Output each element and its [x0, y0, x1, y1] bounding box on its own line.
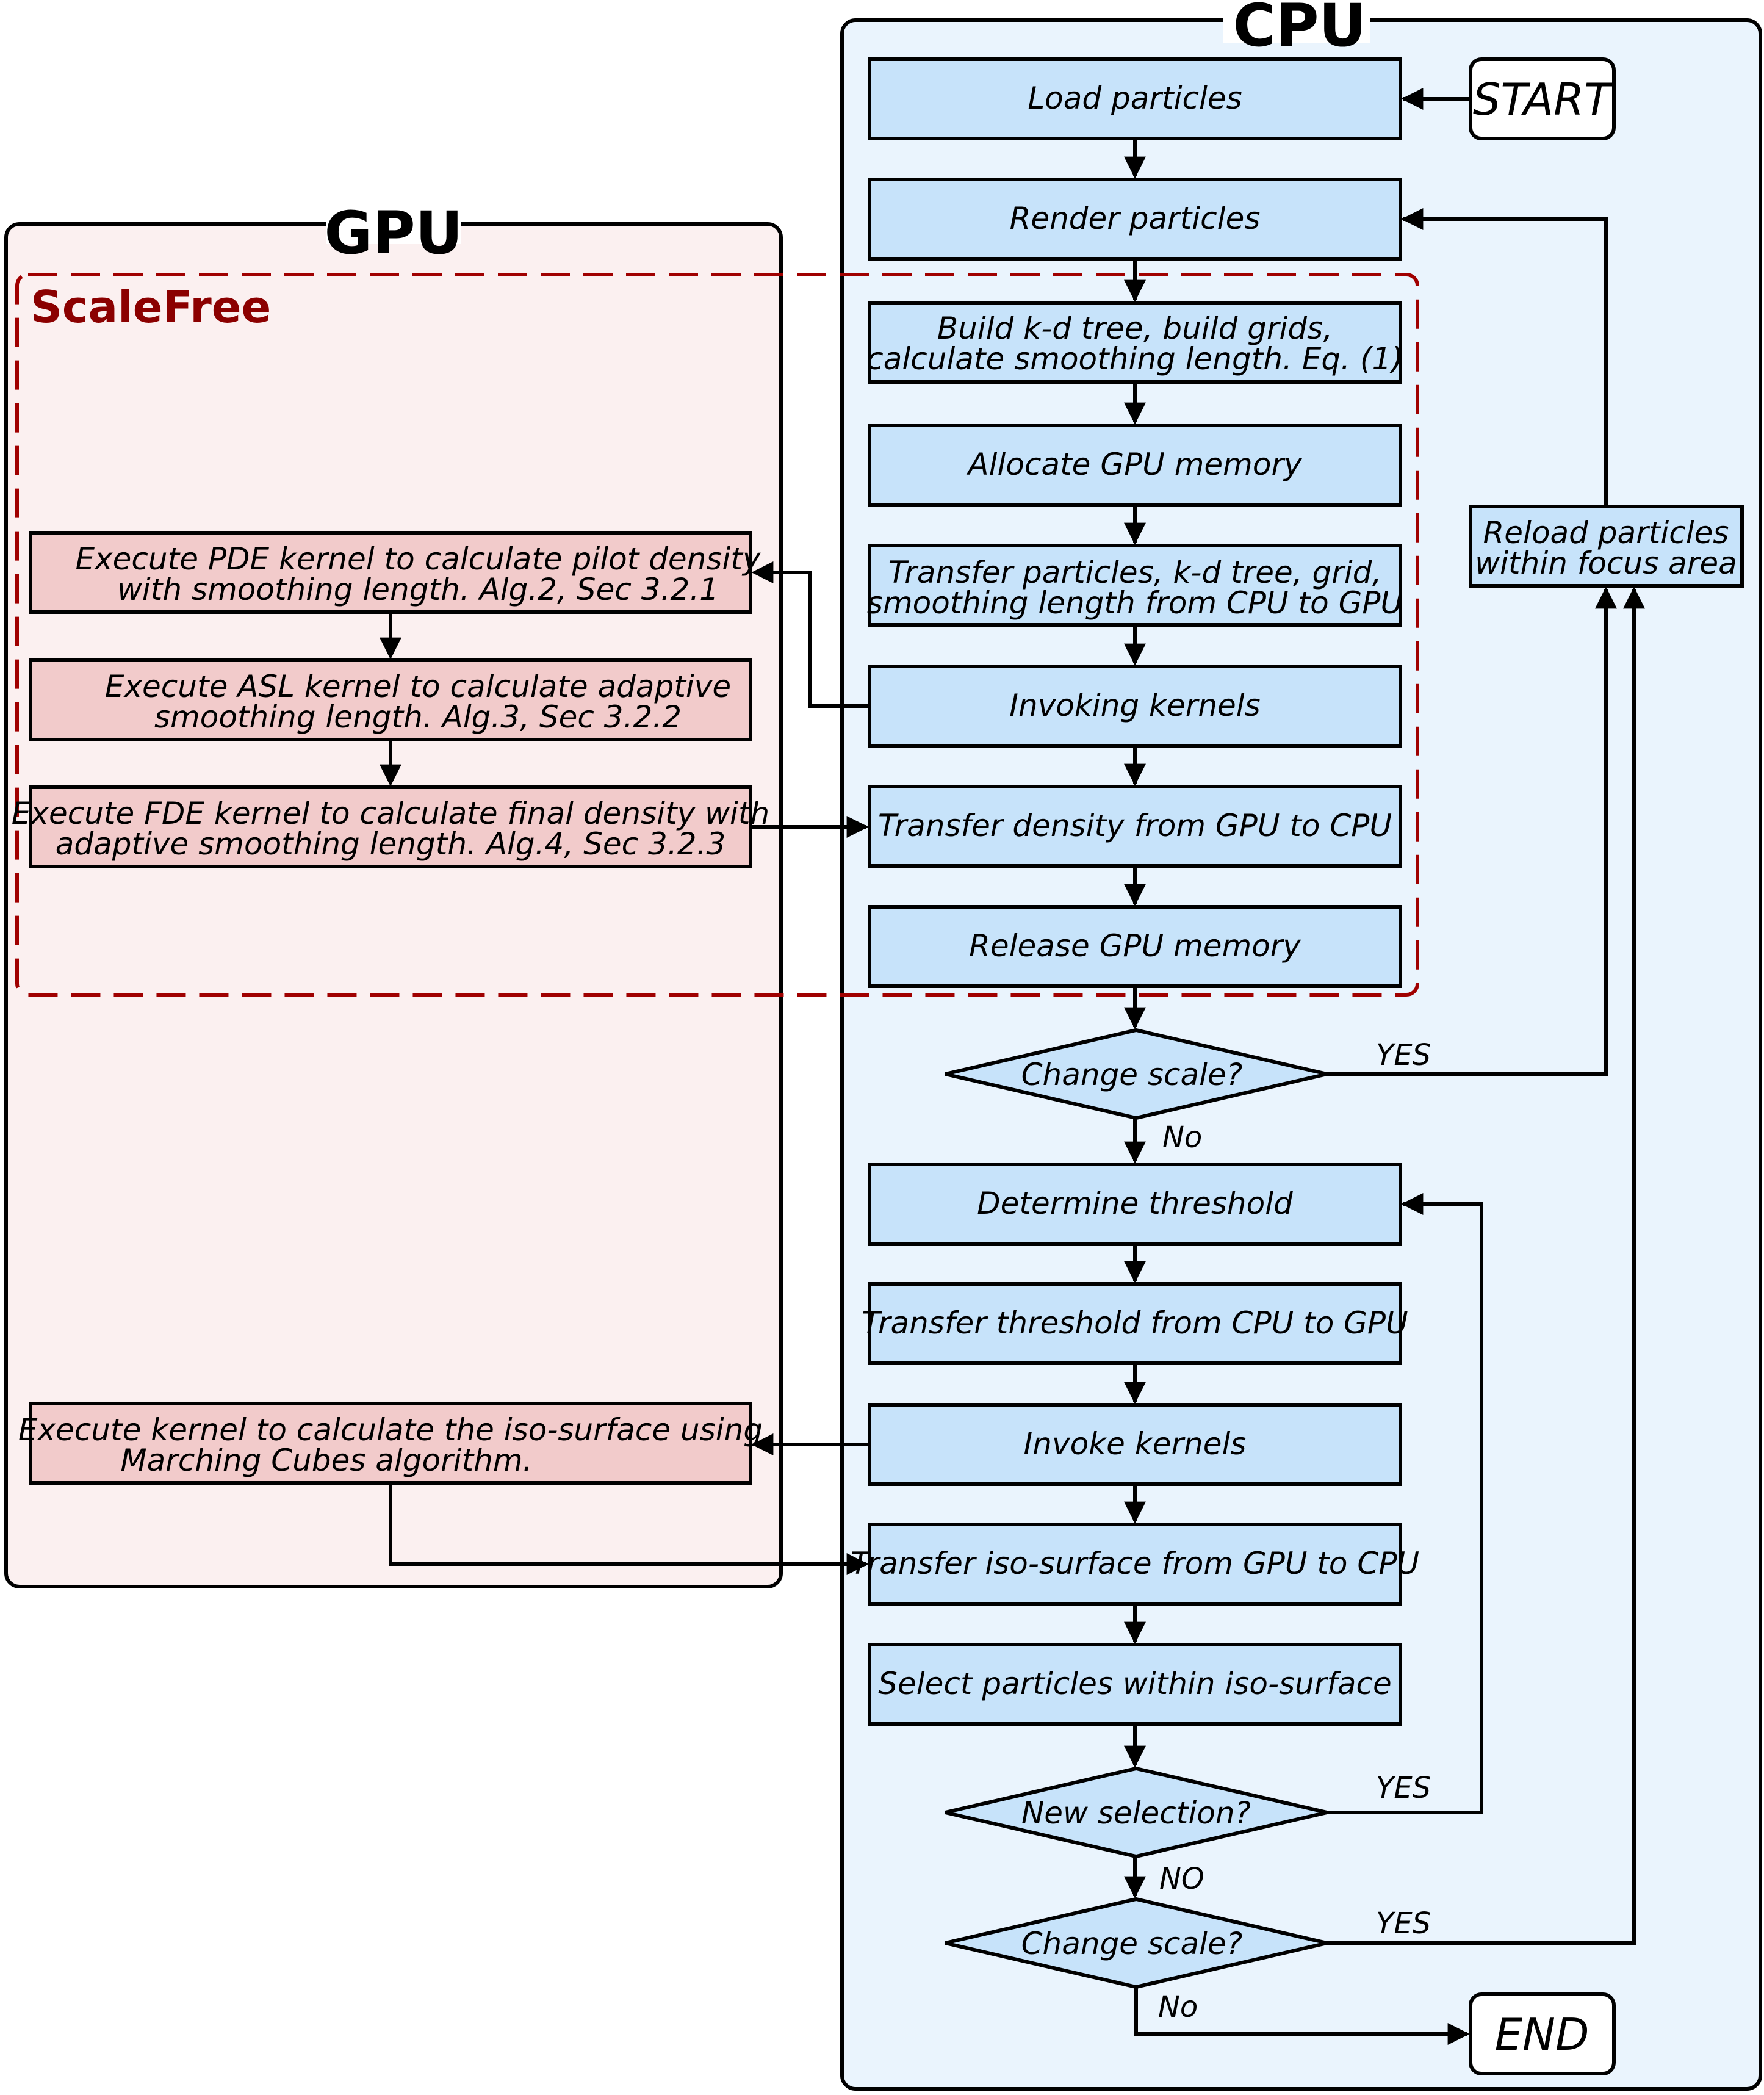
arrow-reload-to-render [1401, 208, 1608, 507]
step-transfer-density-label: Transfer density from GPU to CPU [878, 808, 1392, 843]
cpu-panel-title: CPU [1233, 0, 1367, 60]
decision-change-scale-1: Change scale? [945, 1028, 1328, 1120]
terminal-end-label: END [1495, 2009, 1589, 2060]
step-transfer-particles-line2: smoothing length from CPU to GPU [867, 585, 1403, 621]
gpu-step-fde-kernel-line2: adaptive smoothing length. Alg.4, Sec 3.… [56, 826, 726, 862]
arrow-marching-to-transfer-iso [389, 1483, 869, 1575]
step-transfer-particles-line1: Transfer particles, k-d tree, grid, [888, 555, 1382, 590]
step-render-particles-label: Render particles [1010, 201, 1261, 236]
decision-change-scale-2-label: Change scale? [1021, 1926, 1243, 1961]
gpu-panel-title: GPU [324, 199, 463, 267]
terminal-end: END [1469, 1992, 1616, 2075]
step-transfer-iso-surface-label: Transfer iso-surface from GPU to CPU [851, 1546, 1419, 1581]
step-allocate-gpu-memory: Allocate GPU memory [868, 424, 1402, 507]
step-transfer-particles: Transfer particles, k-d tree, grid, smoo… [867, 544, 1403, 627]
step-render-particles: Render particles [868, 178, 1402, 261]
decision-change-scale-2: Change scale? [945, 1897, 1328, 1989]
scalefree-title: ScaleFree [31, 281, 271, 333]
gpu-step-marching-cubes-line1: Execute kernel to calculate the iso-surf… [18, 1412, 763, 1448]
step-load-particles: Load particles [868, 57, 1402, 140]
step-build-kd-tree: Build k-d tree, build grids, calculate s… [866, 301, 1403, 384]
step-select-particles-label: Select particles within iso-surface [878, 1666, 1392, 1701]
gpu-step-marching-cubes: Execute kernel to calculate the iso-surf… [18, 1402, 763, 1485]
step-transfer-iso-surface: Transfer iso-surface from GPU to CPU [851, 1523, 1419, 1606]
arrow-change-scale-2-yes-to-reload [1327, 586, 1645, 1945]
step-transfer-threshold-label: Transfer threshold from CPU to GPU [862, 1305, 1408, 1341]
step-release-gpu-memory: Release GPU memory [868, 905, 1402, 988]
step-determine-threshold: Determine threshold [868, 1163, 1402, 1246]
step-invoking-kernels-label: Invoking kernels [1009, 688, 1260, 723]
label-yes-change-scale-2: YES [1376, 1906, 1431, 1941]
step-invoking-kernels: Invoking kernels [868, 665, 1402, 748]
step-load-particles-label: Load particles [1028, 81, 1242, 116]
step-determine-threshold-label: Determine threshold [977, 1186, 1293, 1221]
label-no-change-scale-2: No [1158, 1990, 1198, 2024]
decision-new-selection-label: New selection? [1021, 1795, 1251, 1831]
step-invoke-kernels: Invoke kernels [868, 1403, 1402, 1486]
step-invoke-kernels-label: Invoke kernels [1024, 1426, 1247, 1462]
gpu-step-pde-kernel-line1: Execute PDE kernel to calculate pilot de… [75, 541, 761, 577]
decision-change-scale-1-label: Change scale? [1021, 1057, 1243, 1092]
gpu-step-marching-cubes-line2: Marching Cubes algorithm. [121, 1443, 533, 1478]
label-yes-change-scale-1: YES [1376, 1038, 1431, 1072]
label-yes-new-selection: YES [1376, 1771, 1431, 1805]
gpu-step-pde-kernel-line2: with smoothing length. Alg.2, Sec 3.2.1 [117, 572, 719, 607]
label-no-new-selection: NO [1159, 1862, 1204, 1896]
label-no-change-scale-1: No [1162, 1120, 1202, 1155]
step-reload-particles-line1: Reload particles [1483, 515, 1729, 550]
step-select-particles: Select particles within iso-surface [868, 1643, 1402, 1726]
gpu-step-fde-kernel-line1: Execute FDE kernel to calculate final de… [12, 796, 769, 831]
arrow-change-scale-to-end [1134, 1987, 1470, 2045]
step-allocate-gpu-memory-label: Allocate GPU memory [966, 447, 1303, 482]
terminal-start-label: START [1473, 74, 1614, 125]
step-reload-particles-line2: within focus area [1475, 546, 1737, 581]
arrow-yes-to-reload [1327, 586, 1617, 1076]
scalefree-region [15, 273, 1419, 997]
step-transfer-density: Transfer density from GPU to CPU [868, 785, 1402, 868]
step-build-kd-tree-line1: Build k-d tree, build grids, [937, 311, 1333, 346]
step-build-kd-tree-line2: calculate smoothing length. Eq. (1) [866, 341, 1403, 377]
step-release-gpu-memory-label: Release GPU memory [969, 928, 1301, 964]
gpu-step-asl-kernel-line1: Execute ASL kernel to calculate adaptive [105, 669, 731, 704]
step-transfer-threshold: Transfer threshold from CPU to GPU [862, 1282, 1408, 1365]
gpu-panel [4, 222, 783, 1588]
gpu-step-asl-kernel-line2: smoothing length. Alg.3, Sec 3.2.2 [154, 699, 682, 735]
terminal-start: START [1469, 57, 1616, 140]
gpu-step-fde-kernel: Execute FDE kernel to calculate final de… [12, 785, 769, 868]
gpu-step-pde-kernel: Execute PDE kernel to calculate pilot de… [29, 531, 761, 614]
arrow-new-selection-yes-to-determine [1327, 1193, 1483, 1814]
gpu-step-asl-kernel: Execute ASL kernel to calculate adaptive… [29, 658, 752, 741]
arrow-invoking-to-pde [751, 561, 869, 708]
step-reload-particles: Reload particles within focus area [1469, 505, 1744, 588]
